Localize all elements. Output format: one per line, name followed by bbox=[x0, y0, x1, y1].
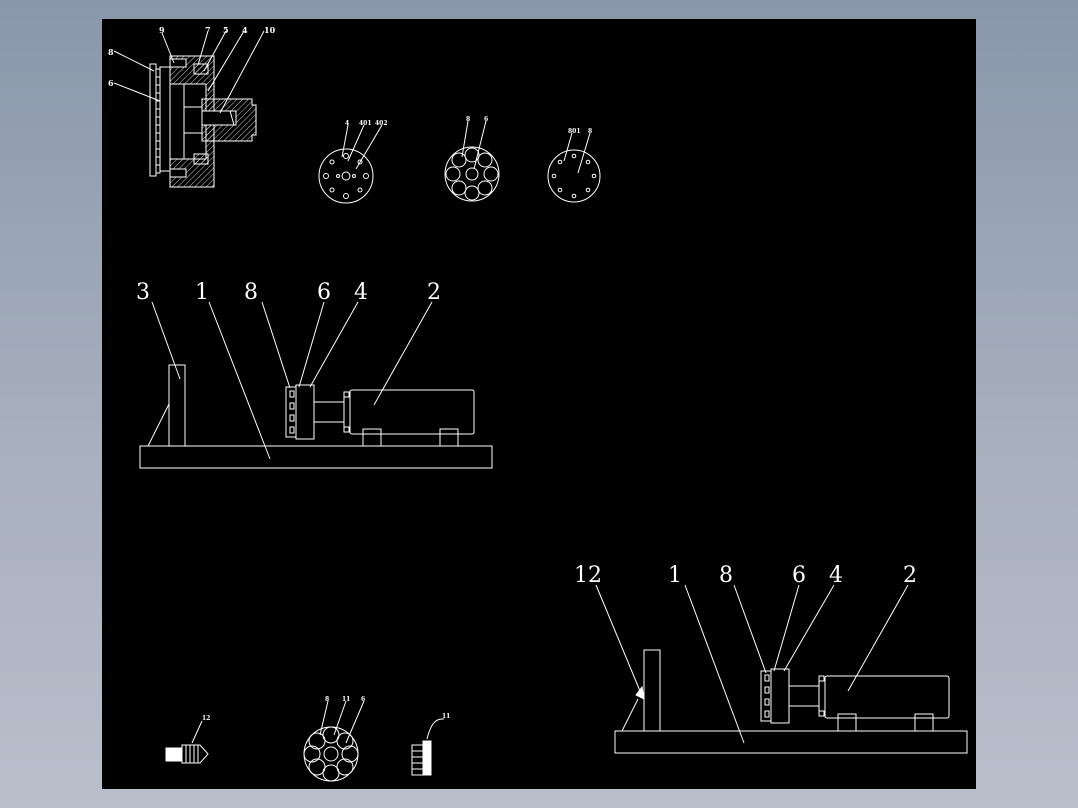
disc-c-outline bbox=[547, 149, 601, 203]
section-view: 9 7 5 4 10 8 6 bbox=[108, 25, 276, 188]
assembly-bottom-flange bbox=[770, 668, 790, 724]
part-11-label: 11 bbox=[442, 713, 450, 720]
section-end-plate bbox=[149, 63, 157, 177]
section-bolt-bottom bbox=[169, 168, 187, 178]
disc-a-label-4: 4 bbox=[345, 120, 349, 127]
section-label-8: 8 bbox=[108, 47, 114, 57]
disc-c: 801 8 bbox=[547, 128, 601, 203]
section-label-7: 7 bbox=[205, 25, 211, 35]
section-chuck bbox=[183, 106, 203, 134]
section-label-4: 4 bbox=[242, 25, 248, 35]
assembly-bottom-foot-right bbox=[914, 713, 934, 732]
assembly-top-motor bbox=[349, 389, 475, 435]
cad-drawing: 9 7 5 4 10 8 6 4 401 402 bbox=[108, 25, 968, 782]
assembly-top-upright bbox=[168, 364, 186, 447]
assembly-top-foot-right bbox=[439, 428, 459, 447]
section-spring-bottom bbox=[193, 153, 209, 165]
assembly-top-base bbox=[139, 445, 493, 469]
part-12-label: 12 bbox=[202, 715, 210, 722]
assembly-bottom-motor bbox=[824, 675, 950, 719]
section-label-10: 10 bbox=[264, 25, 276, 35]
assembly-top-label-2: 2 bbox=[427, 280, 441, 305]
part-12: 12 bbox=[165, 715, 210, 764]
disc-a-label-402: 402 bbox=[375, 120, 388, 127]
assembly-bottom-label-2: 2 bbox=[903, 563, 917, 588]
disc-b-label-8: 8 bbox=[466, 116, 470, 123]
part-12-tip bbox=[181, 744, 209, 764]
disc-c-label-8: 8 bbox=[588, 128, 592, 135]
assembly-top-label-4: 4 bbox=[354, 280, 368, 305]
disc-b-label-6: 6 bbox=[484, 116, 488, 123]
assembly-bottom: 12 1 8 6 4 2 bbox=[574, 563, 968, 754]
assembly-bottom-foot-left bbox=[837, 713, 857, 732]
assembly-bottom-label-8: 8 bbox=[719, 563, 733, 588]
assembly-top-label-1: 1 bbox=[195, 280, 209, 305]
section-label-9: 9 bbox=[159, 25, 165, 35]
part-11: 11 bbox=[411, 713, 450, 776]
section-plate-teeth bbox=[155, 68, 161, 174]
disc-b: 8 6 bbox=[444, 116, 500, 202]
disc-a: 4 401 402 bbox=[318, 120, 388, 204]
assembly-top-foot-left bbox=[362, 428, 382, 447]
part-11-head bbox=[422, 740, 432, 776]
disc-d-label-8: 8 bbox=[325, 696, 329, 703]
assembly-top-disc-teeth bbox=[289, 390, 295, 434]
assembly-bottom-base bbox=[614, 730, 968, 754]
disc-d: 8 11 6 bbox=[303, 696, 365, 782]
section-label-5: 5 bbox=[223, 25, 229, 35]
assembly-bottom-disc-teeth bbox=[764, 674, 770, 718]
disc-d-label-6: 6 bbox=[361, 696, 365, 703]
drawing-sheet: 9 7 5 4 10 8 6 4 401 402 bbox=[102, 19, 976, 789]
assembly-top-flange bbox=[295, 384, 315, 440]
assembly-bottom-label-12: 12 bbox=[574, 563, 602, 588]
disc-d-label-11: 11 bbox=[342, 696, 350, 703]
disc-a-label-401: 401 bbox=[359, 120, 372, 127]
section-label-6: 6 bbox=[108, 78, 114, 88]
assembly-top-brace bbox=[147, 403, 170, 447]
section-inner-plate bbox=[159, 66, 171, 172]
assembly-top-label-6: 6 bbox=[317, 280, 331, 305]
assembly-top-label-3: 3 bbox=[136, 280, 150, 305]
assembly-bottom-upright bbox=[643, 649, 661, 732]
part-11-body bbox=[411, 744, 424, 776]
disc-a-outline bbox=[318, 148, 374, 204]
assembly-bottom-shaft bbox=[788, 685, 820, 707]
section-shaft bbox=[201, 110, 237, 126]
assembly-top-shaft bbox=[313, 401, 345, 423]
assembly-bottom-label-1: 1 bbox=[668, 563, 682, 588]
assembly-top-label-8: 8 bbox=[244, 280, 258, 305]
part-12-head bbox=[165, 747, 183, 762]
section-leaders bbox=[113, 30, 265, 114]
section-bolt-top bbox=[169, 58, 187, 68]
disc-b-outline bbox=[444, 146, 500, 202]
assembly-top: 3 1 8 6 4 2 bbox=[136, 280, 493, 469]
assembly-bottom-label-6: 6 bbox=[792, 563, 806, 588]
disc-c-label-801: 801 bbox=[568, 128, 581, 135]
section-spring-top bbox=[193, 63, 209, 75]
assembly-bottom-label-4: 4 bbox=[829, 563, 843, 588]
assembly-bottom-marker bbox=[635, 685, 645, 700]
